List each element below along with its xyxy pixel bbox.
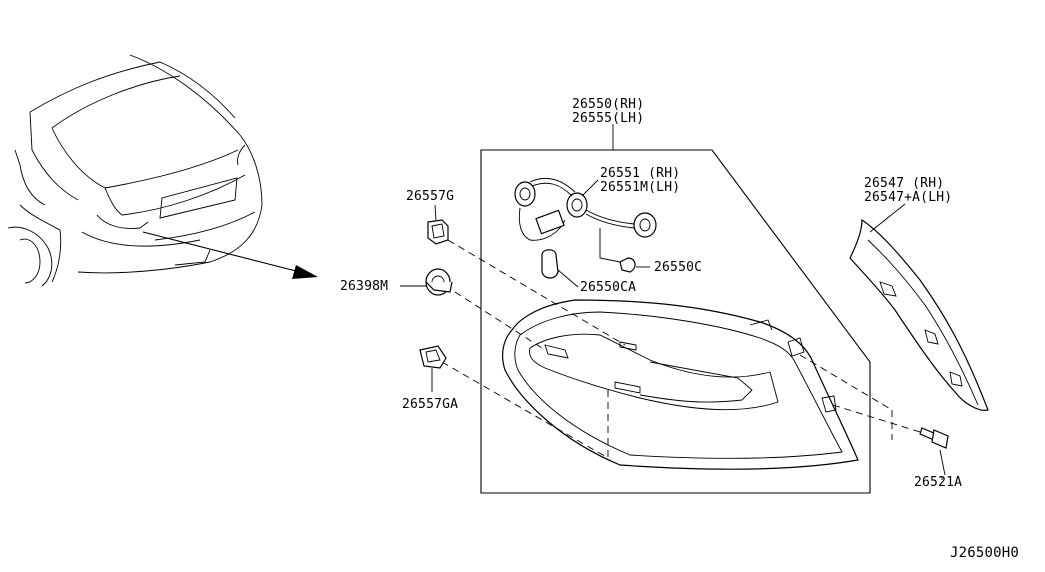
pointer-arrow (142, 231, 318, 279)
finisher-garnish (849, 203, 989, 411)
label-26550c: 26550C (654, 260, 702, 275)
label-26557g: 26557G (406, 189, 454, 204)
assembly-box (480, 124, 871, 494)
label-26551m-lh: 26551M(LH) (600, 180, 680, 195)
label-26398m: 26398M (340, 279, 388, 294)
dashed-guides (441, 239, 921, 459)
bulb-socket-harness (514, 177, 657, 279)
label-26550-rh: 26550(RH) (572, 97, 644, 112)
label-26547a-lh: 26547+A(LH) (864, 190, 952, 205)
label-26550ca: 26550CA (580, 280, 636, 295)
label-26547-rh: 26547 (RH) (864, 176, 944, 191)
tail-lamp-housing (502, 299, 859, 470)
leader-lines (557, 179, 650, 288)
label-26555-lh: 26555(LH) (572, 111, 644, 126)
label-26551-rh: 26551 (RH) (600, 166, 680, 181)
vehicle-rear-illustration (7, 54, 263, 287)
bolt-26521A (919, 427, 949, 476)
clip-26557GA (419, 345, 447, 369)
label-26557ga: 26557GA (402, 397, 458, 412)
grommet-26398M (425, 268, 453, 296)
label-leaders (400, 204, 943, 480)
diagram-code: J26500H0 (950, 545, 1019, 561)
clip-26557G (427, 219, 449, 245)
label-26521a: 26521A (914, 475, 962, 490)
